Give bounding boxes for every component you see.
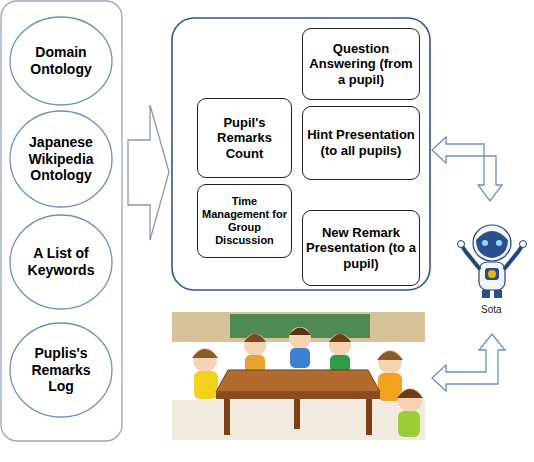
bidirectional-arrow: [432, 334, 505, 391]
robot-illustration: [458, 225, 527, 298]
source-ellipse: A List of Keywords: [9, 214, 113, 310]
function-box: Pupil's Remarks Count: [197, 98, 292, 178]
node-text: Domain Ontology: [19, 44, 103, 78]
node-text: Japanese Wikipedia Ontology: [19, 134, 103, 184]
source-ellipse: Domain Ontology: [9, 16, 113, 106]
function-box: New Remark Presentation (to a pupil): [302, 210, 420, 286]
node-text: New Remark Presentation (to a pupil): [306, 225, 416, 272]
node-text: Time Management for Group Discussion: [201, 195, 288, 248]
function-box: Question Answering (from a pupil): [302, 28, 420, 100]
children-illustration: [172, 312, 425, 440]
bidirectional-arrow: [432, 137, 502, 201]
source-ellipse: Puplis's Remarks Log: [9, 322, 113, 418]
flow-arrow: [128, 105, 169, 240]
function-container: [172, 18, 430, 290]
node-text: Puplis's Remarks Log: [19, 345, 103, 395]
node-text: Pupil's Remarks Count: [201, 115, 288, 162]
node-text: Hint Presentation (to all pupils): [306, 127, 416, 158]
source-ellipse: Japanese Wikipedia Ontology: [9, 110, 113, 208]
function-box: Time Management for Group Discussion: [197, 184, 292, 258]
node-text: Question Answering (from a pupil): [306, 41, 416, 88]
function-box: Hint Presentation (to all pupils): [302, 106, 420, 180]
robot-label: Sota: [481, 304, 502, 315]
node-text: A List of Keywords: [19, 245, 103, 279]
source-container: [1, 1, 122, 441]
